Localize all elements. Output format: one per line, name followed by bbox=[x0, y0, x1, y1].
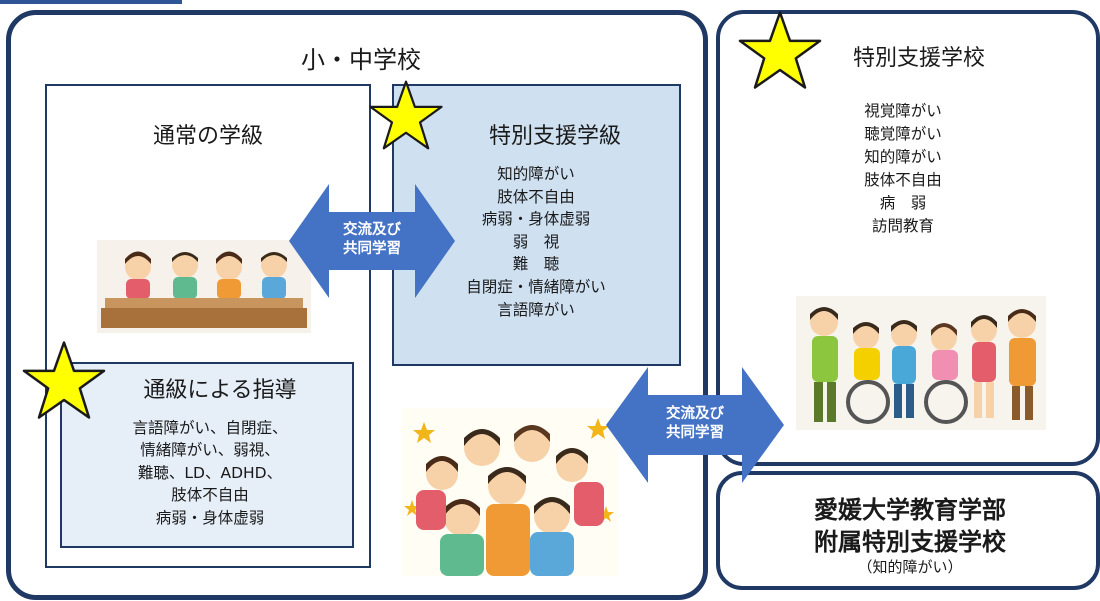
exchange-1-line1: 交流及び bbox=[343, 222, 401, 238]
exchange-2-line1: 交流及び bbox=[666, 406, 724, 422]
student-4 bbox=[261, 252, 287, 299]
star-icon bbox=[369, 80, 443, 150]
student-2 bbox=[172, 252, 198, 299]
star-icon bbox=[22, 341, 106, 419]
exchange-1-label: 交流及び 共同学習 bbox=[329, 221, 415, 259]
tsukyu-list: 言語障がい、自閉症、 情緒障がい、弱視、 難聴、LD、ADHD、 肢体不自由 病… bbox=[90, 417, 330, 529]
tsukyu-box bbox=[60, 362, 354, 548]
tsukyu-line: 情緒障がい、弱視、 bbox=[140, 441, 280, 460]
children-group bbox=[416, 425, 604, 576]
diverse-students-illustration bbox=[796, 296, 1046, 430]
tsukyu-line: 肢体不自由 bbox=[171, 486, 249, 505]
exchange-1-line2: 共同学習 bbox=[343, 241, 401, 257]
special-school-item: 訪問教育 bbox=[871, 217, 934, 235]
special-school-title: 特別支援学校 bbox=[852, 46, 985, 71]
special-class-title: 特別支援学級 bbox=[488, 124, 621, 149]
students-at-desks-illustration bbox=[97, 240, 311, 333]
special-school-item: 聴覚障がい bbox=[864, 125, 942, 143]
special-school-item: 病 弱 bbox=[879, 194, 927, 212]
star-icon bbox=[738, 11, 822, 89]
regular-class-title: 通常の学級 bbox=[152, 124, 263, 149]
exchange-arrow-1 bbox=[289, 184, 455, 298]
special-school-item: 知的障がい bbox=[864, 148, 942, 166]
tsukyu-title: 通級による指導 bbox=[143, 378, 297, 403]
student-1 bbox=[125, 251, 151, 299]
tsukyu-line: 言語障がい、自閉症、 bbox=[132, 419, 288, 437]
special-class-item: 肢体不自由 bbox=[497, 187, 575, 206]
student-3 bbox=[216, 251, 242, 299]
exchange-2-line2: 共同学習 bbox=[666, 425, 724, 441]
tsukyu-line: 病弱・身体虚弱 bbox=[155, 508, 265, 527]
school-title: 小・中学校 bbox=[301, 46, 421, 74]
exchange-arrow-2 bbox=[606, 367, 784, 483]
special-class-item: 知的障がい bbox=[497, 165, 575, 183]
attached-school-note: （知的障がい） bbox=[857, 558, 963, 576]
people-group bbox=[810, 307, 1036, 424]
attached-school-name-line1: 愛媛大学教育学部 bbox=[814, 496, 1006, 524]
tsukyu-line: 難聴、LD、ADHD、 bbox=[137, 463, 283, 482]
exchange-2-label: 交流及び 共同学習 bbox=[648, 405, 742, 443]
special-class-item: 難 聴 bbox=[512, 255, 560, 274]
special-class-item: 自閉症・情緒障がい bbox=[466, 277, 606, 296]
cheering-children-illustration bbox=[402, 408, 618, 576]
attached-school-name-line2: 附属特別支援学校 bbox=[814, 528, 1006, 556]
top-accent-bar bbox=[0, 0, 182, 4]
special-class-list: 知的障がい 肢体不自由 病弱・身体虚弱 弱 視 難 聴 自閉症・情緒障がい 言語… bbox=[416, 163, 656, 321]
special-school-item: 肢体不自由 bbox=[864, 171, 942, 189]
desks bbox=[101, 298, 307, 328]
special-class-item: 言語障がい bbox=[497, 300, 575, 319]
special-class-item: 弱 視 bbox=[512, 232, 560, 251]
special-school-item: 視覚障がい bbox=[864, 102, 942, 120]
special-school-list: 視覚障がい 聴覚障がい 知的障がい 肢体不自由 病 弱 訪問教育 bbox=[818, 100, 988, 238]
special-class-item: 病弱・身体虚弱 bbox=[481, 210, 591, 229]
attached-school-panel bbox=[716, 471, 1100, 590]
